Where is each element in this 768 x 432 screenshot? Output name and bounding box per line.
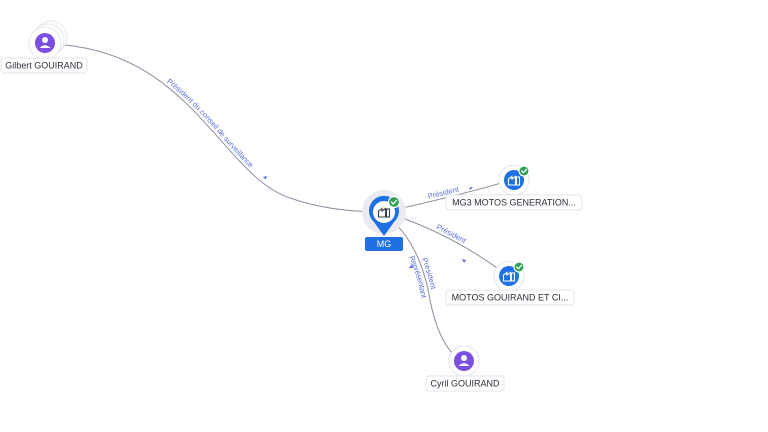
- person-icon: [35, 33, 55, 53]
- node-label: Cyril GOUIRAND: [431, 379, 500, 389]
- verified-check-icon: [518, 165, 530, 177]
- node-label: MG3 MOTOS GENERATION...: [452, 198, 576, 208]
- node-label: MG: [377, 239, 392, 249]
- edge-gilbert-to-mg[interactable]: Président du conseil de surveillance: [44, 43, 383, 213]
- verified-check-icon: [387, 195, 401, 209]
- node-label: MOTOS GOUIRAND ET CI...: [452, 293, 569, 303]
- node-mg-center[interactable]: MG: [362, 190, 406, 251]
- node-cyril-gouirand[interactable]: Cyril GOUIRAND: [425, 345, 505, 392]
- arrow-icon: [263, 176, 267, 180]
- person-icon: [454, 351, 474, 371]
- node-label: Gilbert GOUIRAND: [5, 61, 83, 71]
- node-mg3-motos-generation[interactable]: MG3 MOTOS GENERATION...: [445, 164, 583, 211]
- company-icon: [377, 207, 391, 218]
- node-motos-gouirand[interactable]: MOTOS GOUIRAND ET CI...: [445, 260, 575, 306]
- company-icon: [499, 266, 519, 286]
- edge-label-president-conseil: Président du conseil de surveillance: [165, 77, 255, 170]
- company-icon: [504, 170, 524, 190]
- arrow-icon: [409, 264, 413, 268]
- node-gilbert-gouirand[interactable]: Gilbert GOUIRAND: [0, 20, 88, 74]
- verified-check-icon: [513, 261, 525, 273]
- arrow-icon: [469, 186, 473, 190]
- arrow-icon: [462, 259, 466, 263]
